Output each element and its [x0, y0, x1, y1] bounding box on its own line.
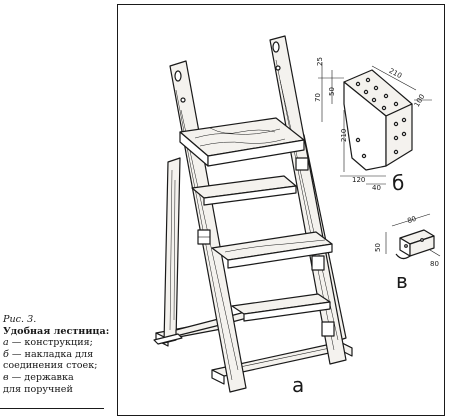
dim-70: 70 [314, 93, 322, 102]
dim-100: 100 [413, 93, 427, 109]
legend-text-b: — накладка для [8, 348, 94, 360]
ladder-view [153, 35, 353, 393]
legend-line: а — конструкция; [3, 337, 115, 349]
ground-rail-front [211, 341, 353, 385]
stringer-left [169, 60, 247, 393]
dim-210-side: 210 [340, 129, 348, 142]
step-3 [231, 293, 331, 322]
rear-leg-left [163, 157, 181, 344]
legend-text-c: — державка [8, 371, 74, 383]
figure-number: Рис. 3. [3, 314, 37, 325]
dim-120: 120 [352, 176, 365, 184]
step-2 [211, 231, 333, 269]
figure-frame [117, 4, 445, 416]
dim-25: 25 [316, 57, 324, 66]
legend-text-c2: для поручней [3, 383, 73, 395]
legend-line: соединения стоек; [3, 360, 115, 372]
legend-key-c: в [3, 371, 9, 383]
legend-text-a: — конструкция; [8, 337, 93, 349]
front-sill [153, 333, 183, 345]
legend-key-a: а [3, 337, 9, 349]
dim-80-top: 80 [406, 215, 417, 225]
top-platform [179, 117, 305, 167]
dim-50: 50 [328, 87, 336, 96]
dim-210-top: 210 [388, 67, 404, 80]
legend-text-b2: соединения стоек; [3, 360, 98, 372]
figure-title: Удобная лестница: [3, 325, 110, 337]
caption-rule [0, 408, 104, 409]
legend-line: в — державка [3, 372, 115, 384]
handrail-holder-view: 80 50 80 в [374, 213, 441, 293]
figure-caption: Рис. 3. Удобная лестница: а — конструкци… [3, 314, 115, 395]
view-a-label: а [292, 373, 304, 397]
legend-line: б — накладка для [3, 349, 115, 361]
corner-bracket-view: 25 50 70 210 100 210 120 40 б [314, 57, 432, 195]
step-1 [191, 175, 297, 206]
legend-line: для поручней [3, 384, 115, 396]
dim-50-side: 50 [374, 243, 382, 252]
legend-key-b: б [3, 348, 9, 360]
view-b-label: б [392, 171, 404, 195]
dim-80-side: 80 [430, 260, 439, 268]
view-c-label: в [396, 269, 408, 293]
dim-40: 40 [372, 184, 381, 192]
